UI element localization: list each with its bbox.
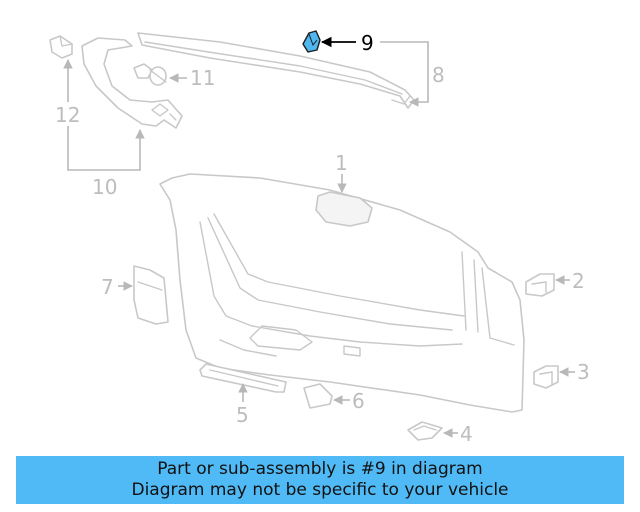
- banner-line-2: Diagram may not be specific to your vehi…: [131, 480, 509, 500]
- callout-12[interactable]: 12: [55, 103, 80, 127]
- part-10-side-garnish: [81, 37, 183, 129]
- part-6-cover: [303, 383, 333, 409]
- callout-8[interactable]: 8: [432, 63, 445, 87]
- callout-2[interactable]: 2: [572, 269, 585, 293]
- part-8-upper-trim: [137, 32, 415, 109]
- part-11-push-clip: [133, 63, 167, 86]
- part-1-liftgate-panel: [159, 173, 525, 413]
- part-12-small-clip: [49, 35, 73, 59]
- info-banner: Part or sub-assembly is #9 in diagram Di…: [16, 456, 624, 504]
- part-4-cover: [407, 421, 443, 441]
- leader-lines: [63, 36, 575, 438]
- callout-7[interactable]: 7: [101, 275, 114, 299]
- part-3-bracket: [533, 365, 559, 389]
- part-7-pad: [133, 265, 169, 325]
- callout-5[interactable]: 5: [236, 403, 249, 427]
- callout-4[interactable]: 4: [460, 422, 473, 446]
- callout-10[interactable]: 10: [92, 175, 117, 199]
- callout-3[interactable]: 3: [577, 360, 590, 384]
- callout-6[interactable]: 6: [352, 389, 365, 413]
- banner-line-1: Part or sub-assembly is #9 in diagram: [157, 459, 483, 479]
- callout-1[interactable]: 1: [335, 151, 348, 175]
- callout-9[interactable]: 9: [361, 31, 374, 55]
- part-9-clip: [302, 30, 321, 53]
- callout-11[interactable]: 11: [190, 66, 215, 90]
- part-5-sill-strip: [199, 363, 287, 393]
- part-2-bracket: [525, 273, 555, 297]
